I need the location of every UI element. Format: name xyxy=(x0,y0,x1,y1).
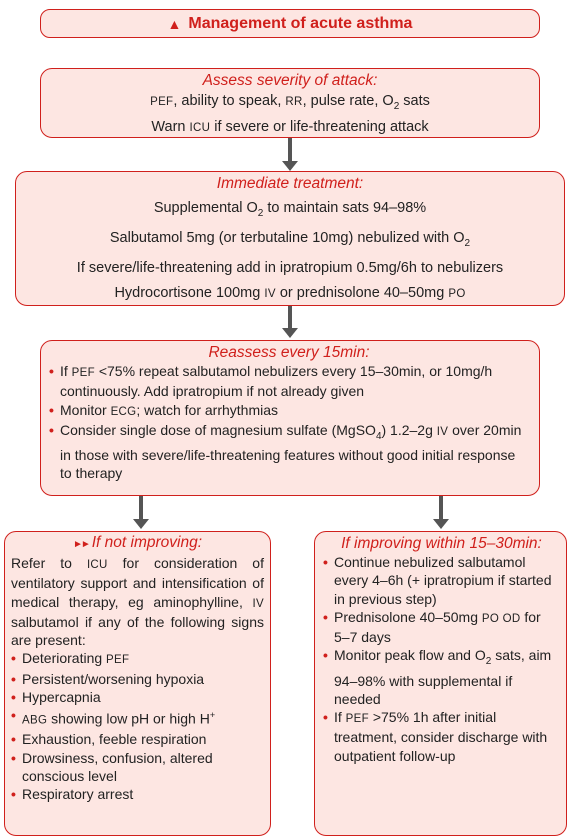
reassess-list: •If PEF <75% repeat salbutamol nebulizer… xyxy=(49,362,529,483)
list-item: •If PEF >75% 1h after initial treatment,… xyxy=(323,709,548,764)
immediate-heading: Immediate treatment: xyxy=(216,175,364,192)
reassess-box: Reassess every 15min: •If PEF <75% repea… xyxy=(40,340,540,496)
list-item: •ABG showing low pH or high H+ xyxy=(11,707,216,728)
assess-severity-box: Assess severity of attack: PEF, ability … xyxy=(40,68,540,138)
list-item: •Prednisolone 40–50mg PO OD for 5–7 days xyxy=(323,608,541,646)
list-item: •Hypercapnia xyxy=(11,689,101,706)
immediate-line-1: Supplemental O2 to maintain sats 94–98% xyxy=(153,200,427,219)
list-item: •Deteriorating PEF xyxy=(11,650,130,667)
list-item: •Exhaustion, feeble respiration xyxy=(11,731,207,748)
immediate-line-3: If severe/life-threatening add in ipratr… xyxy=(76,259,504,276)
list-item: •Consider single dose of magnesium sulfa… xyxy=(49,421,522,482)
list-item: •Monitor ECG; watch for arrhythmias xyxy=(49,401,279,418)
list-item: •Continue nebulized salbutamol every 4–6… xyxy=(323,554,552,607)
immediate-treatment-box: Immediate treatment: Supplemental O2 to … xyxy=(15,171,565,306)
not-improving-list: •Deteriorating PEF •Persistent/worsening… xyxy=(11,649,264,803)
immediate-line-2: Salbutamol 5mg (or terbutaline 10mg) neb… xyxy=(109,229,471,249)
list-item: •Respiratory arrest xyxy=(11,786,134,803)
improving-box: If improving within 15–30min: •Continue … xyxy=(314,531,567,836)
not-improving-intro: Refer to ICU for consideration of ventil… xyxy=(11,555,264,649)
list-item: •If PEF <75% repeat salbutamol nebulizer… xyxy=(49,363,493,400)
not-improving-box: ►►If not improving: Refer to ICU for con… xyxy=(4,531,271,836)
list-item: •Persistent/worsening hypoxia xyxy=(11,670,205,687)
improving-heading: If improving within 15–30min: xyxy=(341,535,542,552)
list-item: •Monitor peak flow and O2 sats, aim 94–9… xyxy=(323,647,552,707)
fast-forward-icon: ►► xyxy=(72,539,91,550)
immediate-line-4: Hydrocortisone 100mg IV or prednisolone … xyxy=(114,284,466,301)
assess-line-1: PEF, ability to speak, RR, pulse rate, O… xyxy=(150,93,430,112)
page-title: Management of acute asthma xyxy=(188,14,413,32)
list-item: •Drowsiness, confusion, altered consciou… xyxy=(11,749,213,784)
reassess-heading: Reassess every 15min: xyxy=(208,344,370,361)
improving-list: •Continue nebulized salbutamol every 4–6… xyxy=(323,553,560,765)
not-improving-heading: ►►If not improving: xyxy=(72,534,203,551)
assess-line-2: Warn ICU if severe or life-threatening a… xyxy=(151,118,429,135)
warning-icon: ▲ xyxy=(167,15,182,32)
title-box: ▲ Management of acute asthma xyxy=(40,9,540,38)
assess-heading: Assess severity of attack: xyxy=(202,72,378,89)
